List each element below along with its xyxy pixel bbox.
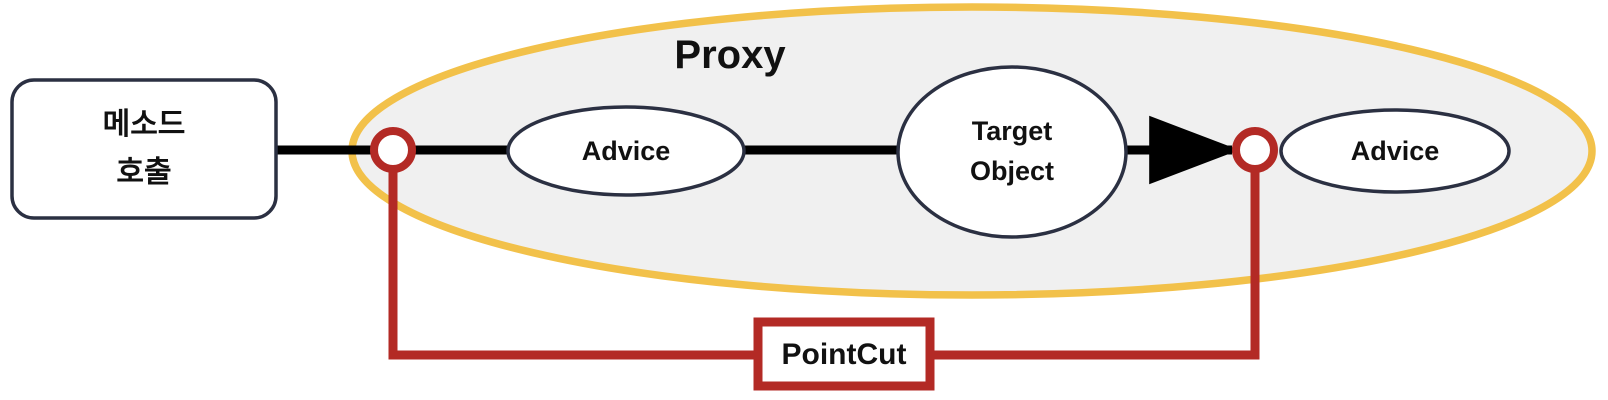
caller-box-label-line2: 호출 xyxy=(116,156,171,189)
advice-2-shape[interactable] xyxy=(1279,108,1511,194)
node-advice-1[interactable]: Advice xyxy=(506,105,746,197)
node-advice-2[interactable]: Advice xyxy=(1279,108,1511,194)
node-target-object[interactable]: Target Object xyxy=(896,65,1128,239)
pointcut-box-shape[interactable] xyxy=(753,317,935,391)
joinpoint-left-circle-icon[interactable] xyxy=(370,127,416,173)
advice-2-label: Advice xyxy=(1351,136,1440,166)
caller-box-label-line1: 메소드 xyxy=(103,108,186,141)
caller-box-shape[interactable] xyxy=(10,78,278,220)
target-object-shape[interactable] xyxy=(896,65,1128,239)
pointcut-link-right xyxy=(928,150,1260,360)
joinpoint-right[interactable] xyxy=(1232,127,1278,173)
target-object-label-line2: Object xyxy=(970,156,1054,186)
pointcut-link-left xyxy=(388,150,760,360)
pointcut-box-label: PointCut xyxy=(782,338,907,371)
pointcut-box[interactable]: PointCut xyxy=(753,317,935,391)
target-object-label-line1: Target xyxy=(972,116,1053,146)
caller-box[interactable]: 메소드 호출 xyxy=(10,78,278,220)
proxy-title: Proxy xyxy=(674,33,786,77)
advice-1-label: Advice xyxy=(582,136,671,166)
advice-1-shape[interactable] xyxy=(506,105,746,197)
joinpoint-left[interactable] xyxy=(370,127,416,173)
joinpoint-right-circle-icon[interactable] xyxy=(1232,127,1278,173)
pointcut-connectors xyxy=(388,150,1260,360)
